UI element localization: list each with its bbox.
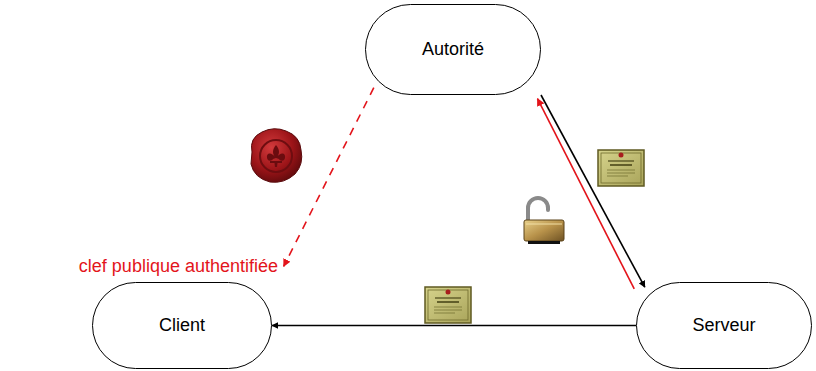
stadium-node: Autorité: [365, 4, 541, 95]
wax-seal: [251, 129, 302, 183]
stadium-node: Serveur: [636, 282, 812, 369]
stadium-node: Client: [92, 282, 272, 369]
padlock-icon: [524, 198, 564, 244]
arrow-connector: [537, 99, 634, 289]
arrow-connector: [284, 88, 374, 267]
node-label: Client: [159, 315, 205, 336]
node-label: Autorité: [422, 39, 484, 60]
arrow-connector: [272, 325, 636, 327]
node-label: Serveur: [692, 315, 755, 336]
arrow-connector: [541, 95, 645, 287]
certificate-icon: [598, 150, 644, 186]
certificate-icon: [425, 287, 471, 323]
annotation-label: clef publique authentifiée: [79, 256, 278, 277]
